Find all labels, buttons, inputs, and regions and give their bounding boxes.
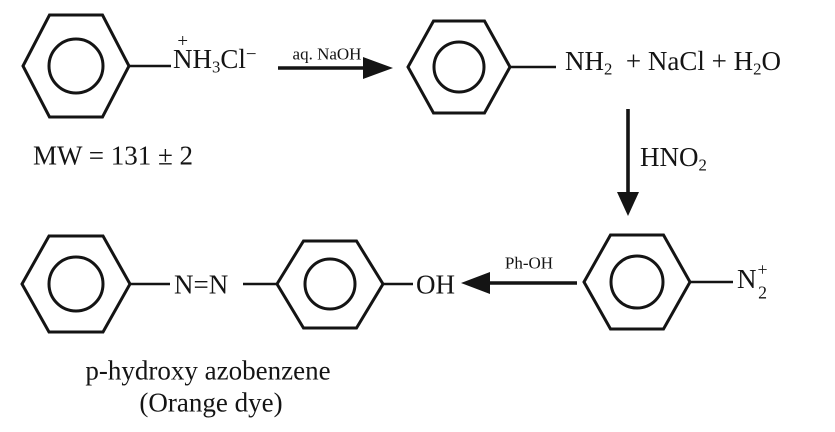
diazonium-group-formula: N+2: [737, 259, 768, 303]
aniline-products-formula: NH2 + NaCl + H2O: [565, 45, 781, 79]
molecular-weight-label: MW = 131 ± 2: [33, 140, 194, 171]
reaction-arrow-down-icon: [617, 109, 639, 216]
arrow2-reagent-label: HNO2: [640, 141, 707, 175]
product-name-label: p-hydroxy azobenzene: [85, 355, 331, 386]
anilinium-formula: N+H3Cl−: [173, 30, 257, 77]
benzene-ring-diazonium: [582, 233, 692, 331]
benzene-ring-product-middle: [275, 239, 385, 330]
hydroxyl-group-label: OH: [416, 269, 455, 300]
arrow3-reagent-label: Ph-OH: [504, 253, 554, 273]
product-subtitle-label: (Orange dye): [139, 387, 283, 418]
reaction-arrow-right-icon: [278, 57, 393, 79]
arrow1-reagent-label: aq. NaOH: [292, 44, 362, 64]
benzene-ring-anilinium: [21, 13, 131, 119]
reaction-arrow-left-icon: [461, 272, 577, 294]
benzene-ring-product-left: [20, 234, 132, 334]
azo-group-label: N=N: [174, 269, 229, 300]
benzene-ring-aniline: [406, 19, 512, 115]
